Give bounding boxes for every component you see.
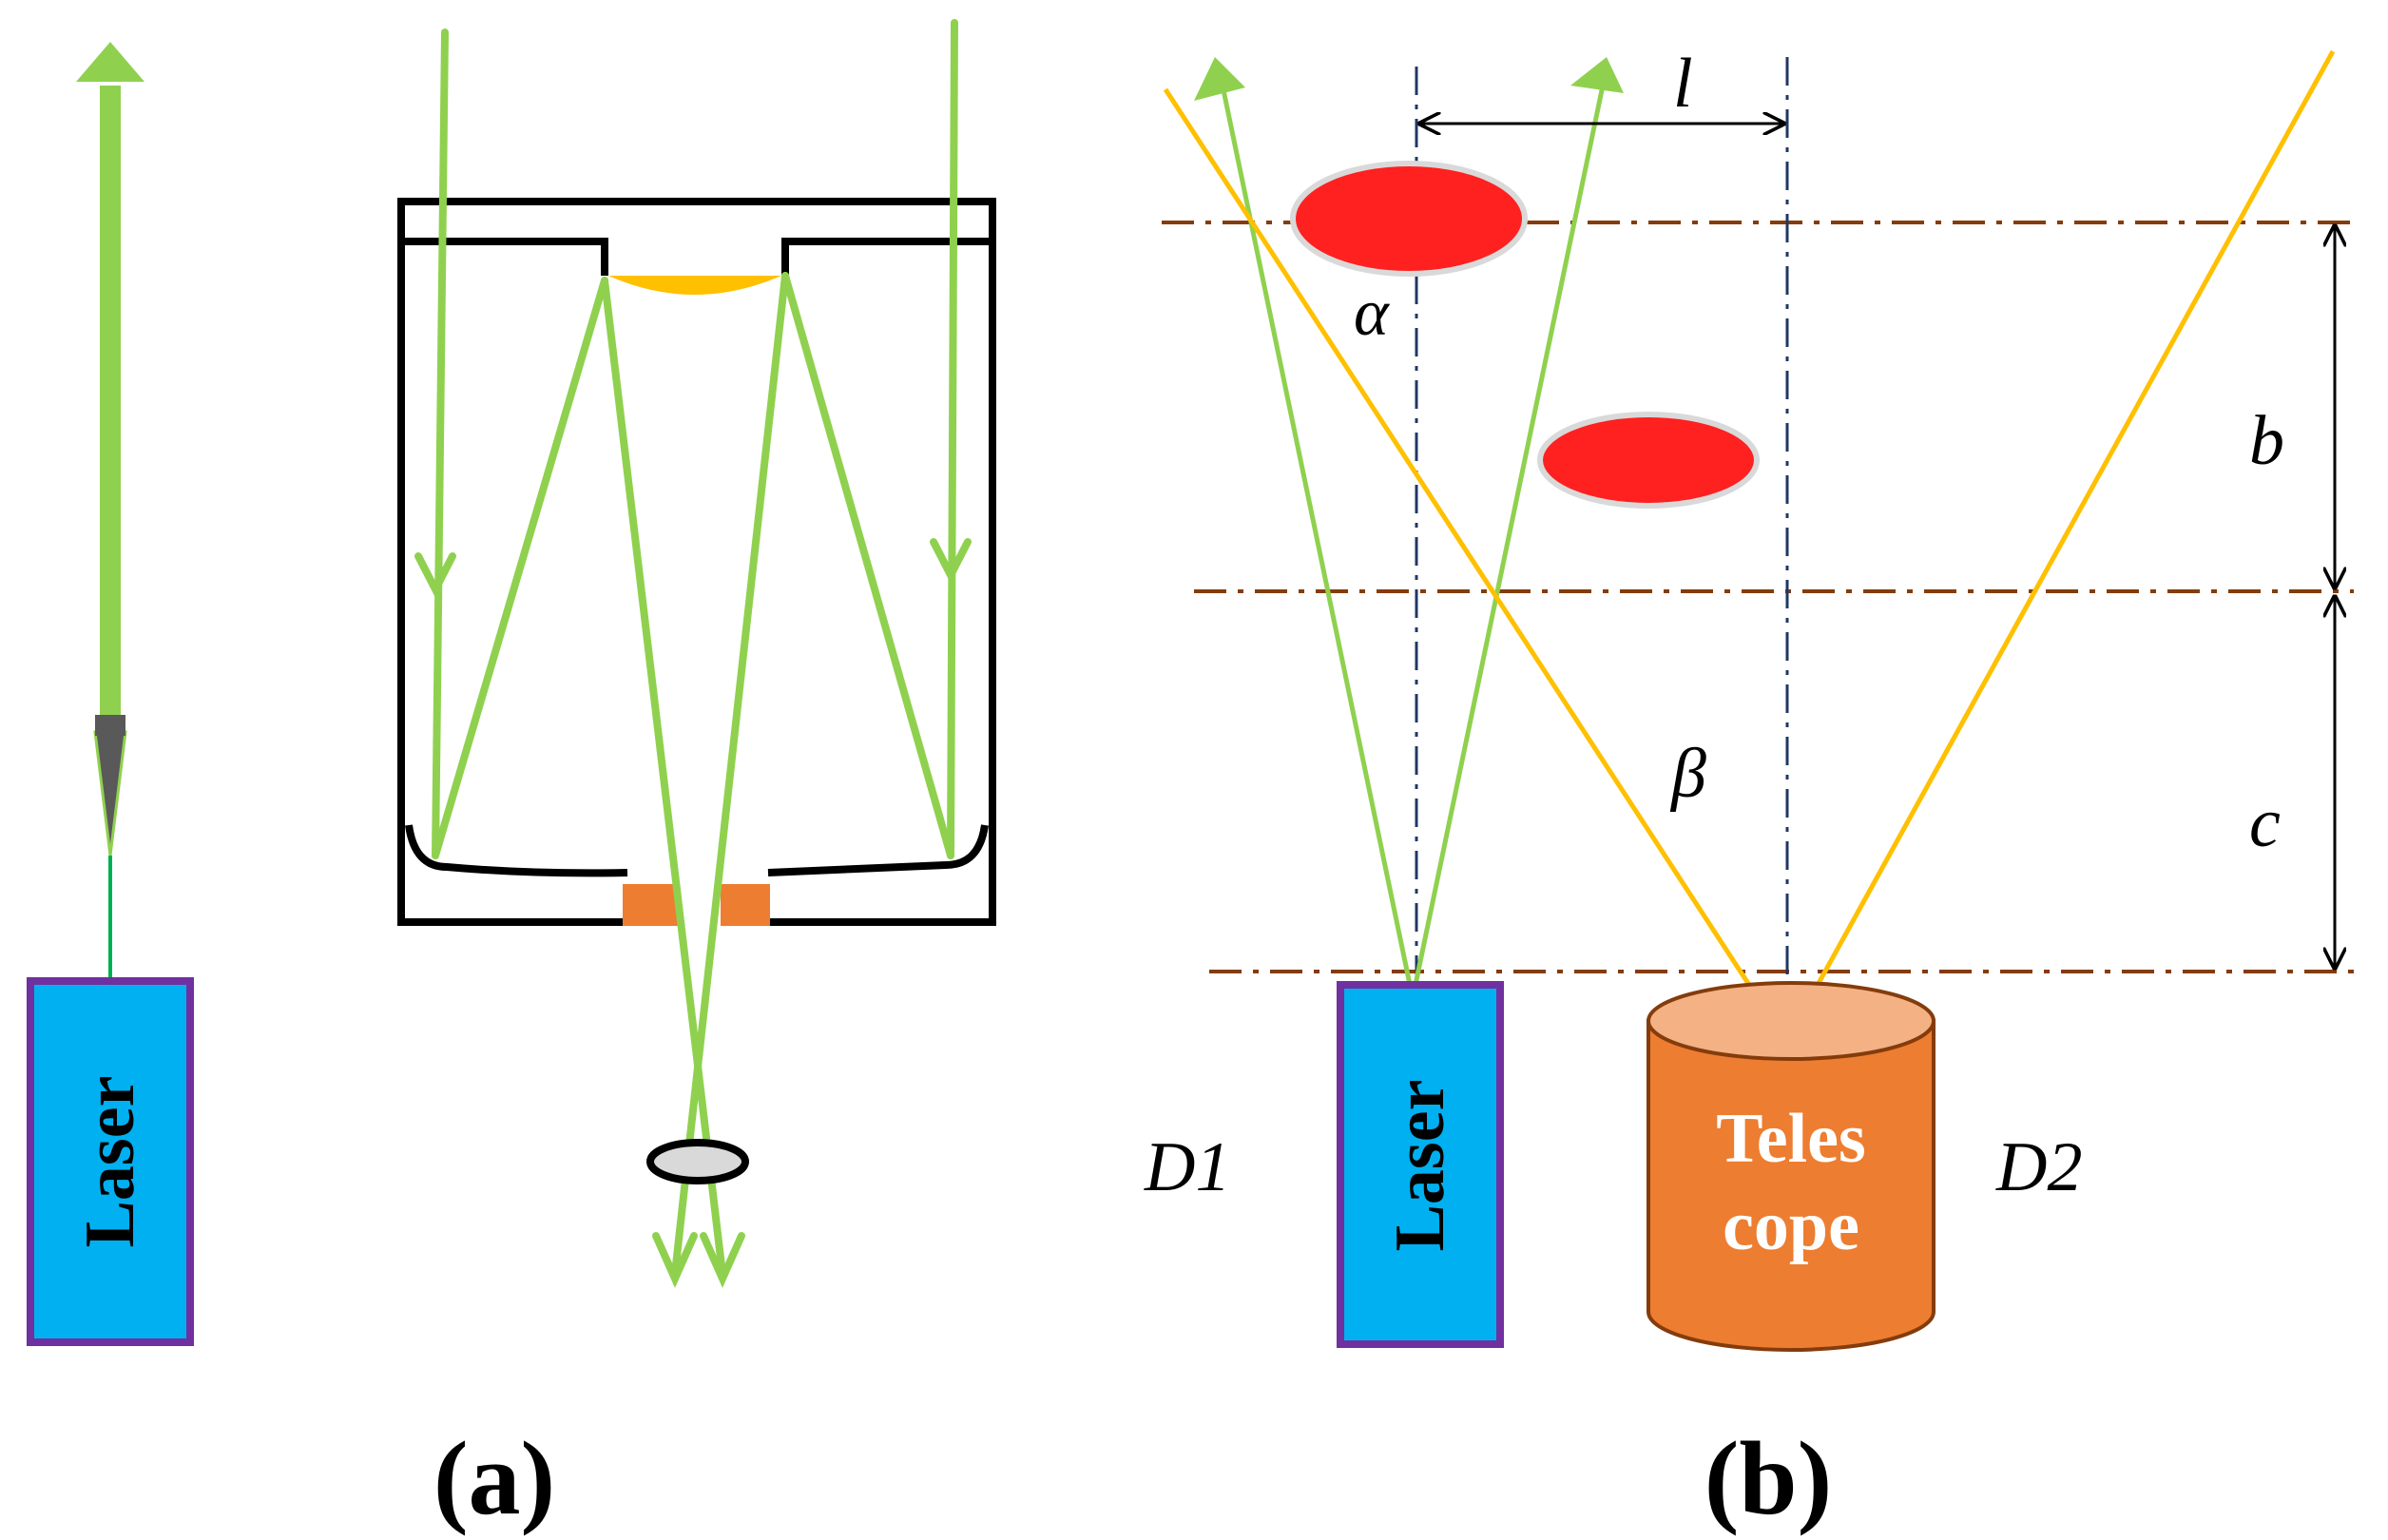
laser-label-a: Laser bbox=[71, 1076, 149, 1248]
telescope-label-line1: Teles bbox=[1716, 1100, 1866, 1178]
telescope-rays bbox=[414, 19, 972, 1288]
transmit-beam-left-arrowhead bbox=[1194, 57, 1245, 101]
primary-mirror-left bbox=[405, 824, 628, 877]
transmit-beam-left bbox=[1220, 85, 1415, 999]
laser-transmit-beams bbox=[1220, 85, 1606, 999]
panel-b: l α β b c D1 D2 Laser Teles cope (b) bbox=[1144, 45, 2354, 1536]
laser-source-a: Laser bbox=[27, 977, 194, 1346]
telescope-label-line2: cope bbox=[1723, 1187, 1859, 1265]
panel-a: Laser bbox=[27, 19, 996, 1536]
label-D2: D2 bbox=[1995, 1128, 2082, 1206]
transmit-beam-right bbox=[1410, 85, 1606, 999]
secondary-mirror bbox=[608, 276, 781, 295]
laser-box bbox=[27, 977, 194, 1346]
beam-expander-cap bbox=[95, 715, 125, 736]
aperture-block-right bbox=[721, 884, 770, 926]
reflect-right-up bbox=[781, 272, 954, 859]
focusing-lens bbox=[646, 1139, 749, 1184]
particle-lower bbox=[1537, 412, 1760, 509]
incoming-ray-right-arrow bbox=[930, 538, 972, 584]
caption-a: (a) bbox=[433, 1420, 555, 1536]
housing-outline bbox=[397, 198, 996, 926]
incoming-ray-left-arrow bbox=[414, 552, 456, 598]
telescope-housing bbox=[397, 198, 996, 926]
expanded-beam-arrowhead bbox=[76, 42, 144, 82]
telescope-aperture bbox=[1647, 981, 1935, 1061]
focus-ray-right bbox=[671, 272, 789, 1278]
label-b: b bbox=[2249, 402, 2284, 480]
label-D1: D1 bbox=[1144, 1128, 1230, 1206]
exit-arrow-left bbox=[652, 1232, 698, 1288]
laser-label-b: Laser bbox=[1381, 1080, 1459, 1252]
laser-box-b bbox=[1337, 981, 1504, 1348]
label-l: l bbox=[1673, 45, 1693, 123]
fov-line-left bbox=[1163, 87, 1777, 1025]
axis-guide-lines bbox=[1415, 57, 1789, 979]
fov-line-right bbox=[1794, 49, 2336, 1025]
focus-ray-left bbox=[601, 277, 726, 1278]
telescope-body bbox=[1647, 1019, 1935, 1352]
incoming-ray-right bbox=[947, 19, 958, 859]
telescope-fov-lines bbox=[1163, 49, 2336, 1025]
incoming-ray-left bbox=[432, 29, 449, 859]
label-alpha: α bbox=[1354, 277, 1390, 350]
label-c: c bbox=[2249, 784, 2281, 862]
beam-expander-prism bbox=[93, 730, 127, 857]
primary-mirror-right bbox=[767, 824, 989, 876]
reflect-left-up bbox=[432, 277, 608, 859]
caption-b: (b) bbox=[1704, 1420, 1832, 1536]
aperture-block-left bbox=[623, 884, 680, 926]
secondary-mount-left bbox=[405, 238, 608, 276]
beam-expander bbox=[76, 42, 144, 1008]
secondary-mount-right bbox=[781, 238, 989, 276]
label-beta: β bbox=[1669, 735, 1706, 813]
particle-upper bbox=[1290, 161, 1528, 277]
telescope-b: Teles cope bbox=[1647, 981, 1935, 1352]
laser-source-b: Laser bbox=[1337, 981, 1504, 1348]
transmit-beam-right-arrowhead bbox=[1570, 57, 1624, 93]
exit-arrow-right bbox=[700, 1232, 745, 1288]
